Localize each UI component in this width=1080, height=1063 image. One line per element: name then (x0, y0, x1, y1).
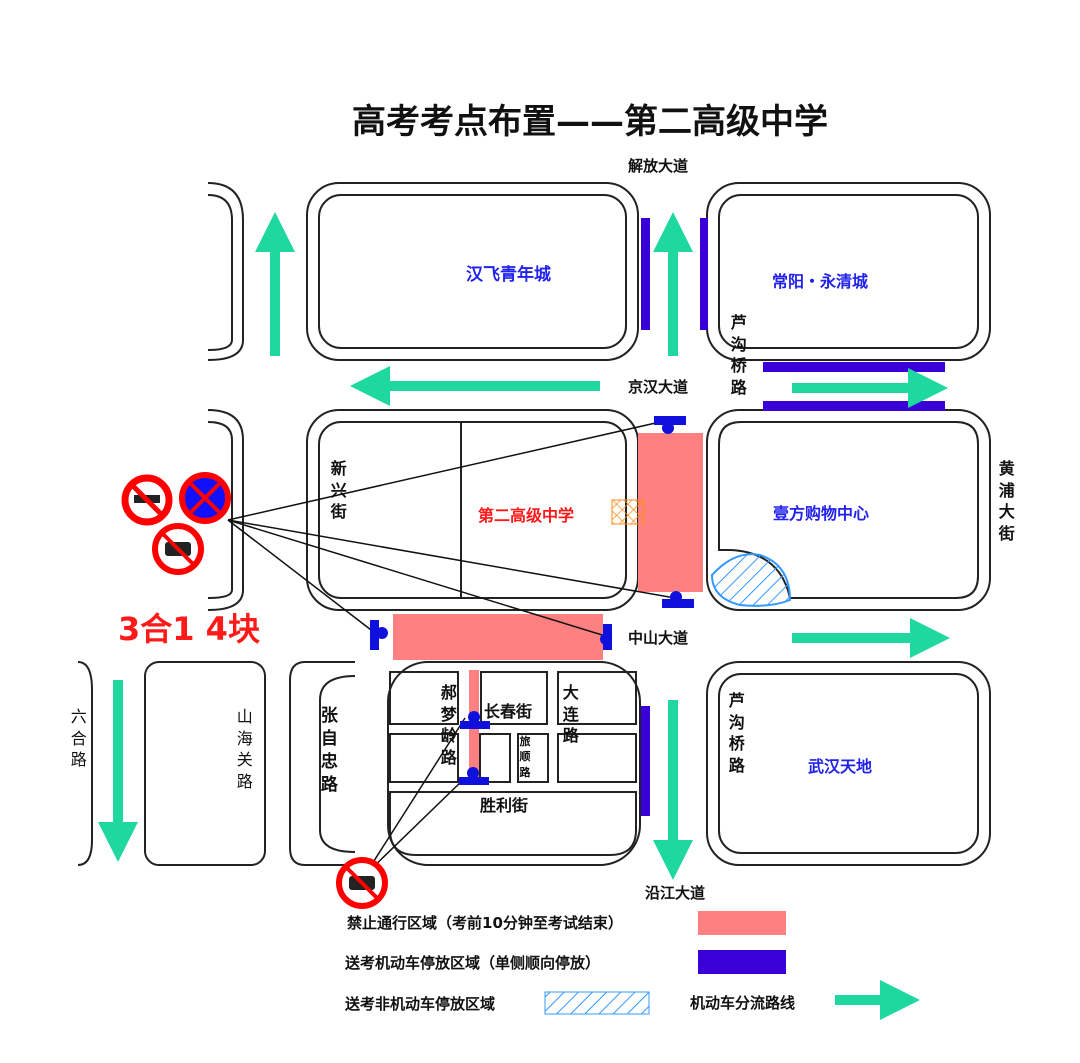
road-shanhaiguan: 山海关路 (236, 707, 253, 791)
sign-pointer-lines (227, 421, 676, 876)
legend-nonmotor-parking: 送考非机动车停放区域 (345, 995, 496, 1013)
no-parking-sign (179, 472, 231, 524)
place-wuhan-tiandi: 武汉天地 (808, 757, 873, 776)
road-jiefang: 解放大道 (628, 157, 689, 175)
motor-parking-zones (641, 218, 945, 816)
road-lugouqiao-bottom: 芦沟桥路 (728, 691, 745, 775)
road-zhongshan: 中山大道 (628, 629, 689, 647)
no-motor-vehicle-sign (152, 523, 204, 575)
nonmotor-parking-zone (710, 553, 792, 607)
block-shanhaiguan (144, 661, 266, 866)
legend-motor-parking: 送考机动车停放区域（单侧顺向停放） (345, 954, 601, 972)
road-haomengling: 郝梦龄路 (440, 683, 457, 767)
legend-swatch-nonmotor (544, 991, 650, 1015)
signs-note: 3合1 4块 (118, 610, 260, 648)
page-title: 高考考点布置——第二高级中学 (352, 102, 828, 142)
road-huangpu: 黄浦大街 (998, 459, 1015, 543)
block-wuhan-tiandi (706, 661, 991, 866)
no-motor-vehicle-sign-bottom (336, 857, 388, 909)
block-changchun (387, 661, 641, 866)
legend-swatch-no-traffic (698, 911, 786, 935)
road-xinxing: 新兴街 (330, 459, 347, 522)
road-zhangzizhong: 张自忠路 (320, 706, 338, 795)
road-jinghan: 京汉大道 (628, 378, 689, 396)
road-yanjiang: 沿江大道 (645, 884, 706, 902)
place-changyang: 常阳・永清城 (772, 272, 869, 291)
block-school (306, 409, 639, 611)
diversion-arrows (98, 212, 950, 1020)
place-yifang: 壹方购物中心 (773, 504, 870, 523)
place-school: 第二高级中学 (478, 506, 575, 525)
block-hanfei (306, 182, 639, 361)
road-shengli: 胜利街 (480, 796, 529, 815)
legend-diversion: 机动车分流路线 (690, 994, 796, 1012)
barrier-markers (370, 416, 694, 785)
road-changchun: 长春街 (484, 702, 533, 721)
road-lugouqiao-top: 芦沟桥路 (730, 313, 747, 397)
road-dalian: 大连路 (562, 683, 579, 746)
road-liuhe: 六合路 (70, 707, 87, 770)
no-honking-sign (121, 474, 173, 526)
place-hanfei: 汉飞青年城 (466, 265, 551, 285)
road-lvshun: 旅顺路 (519, 735, 531, 779)
legend-swatch-motor-parking (698, 950, 786, 974)
legend-no-traffic: 禁止通行区域（考前10分钟至考试结束） (347, 914, 623, 932)
school-gate (611, 499, 645, 525)
